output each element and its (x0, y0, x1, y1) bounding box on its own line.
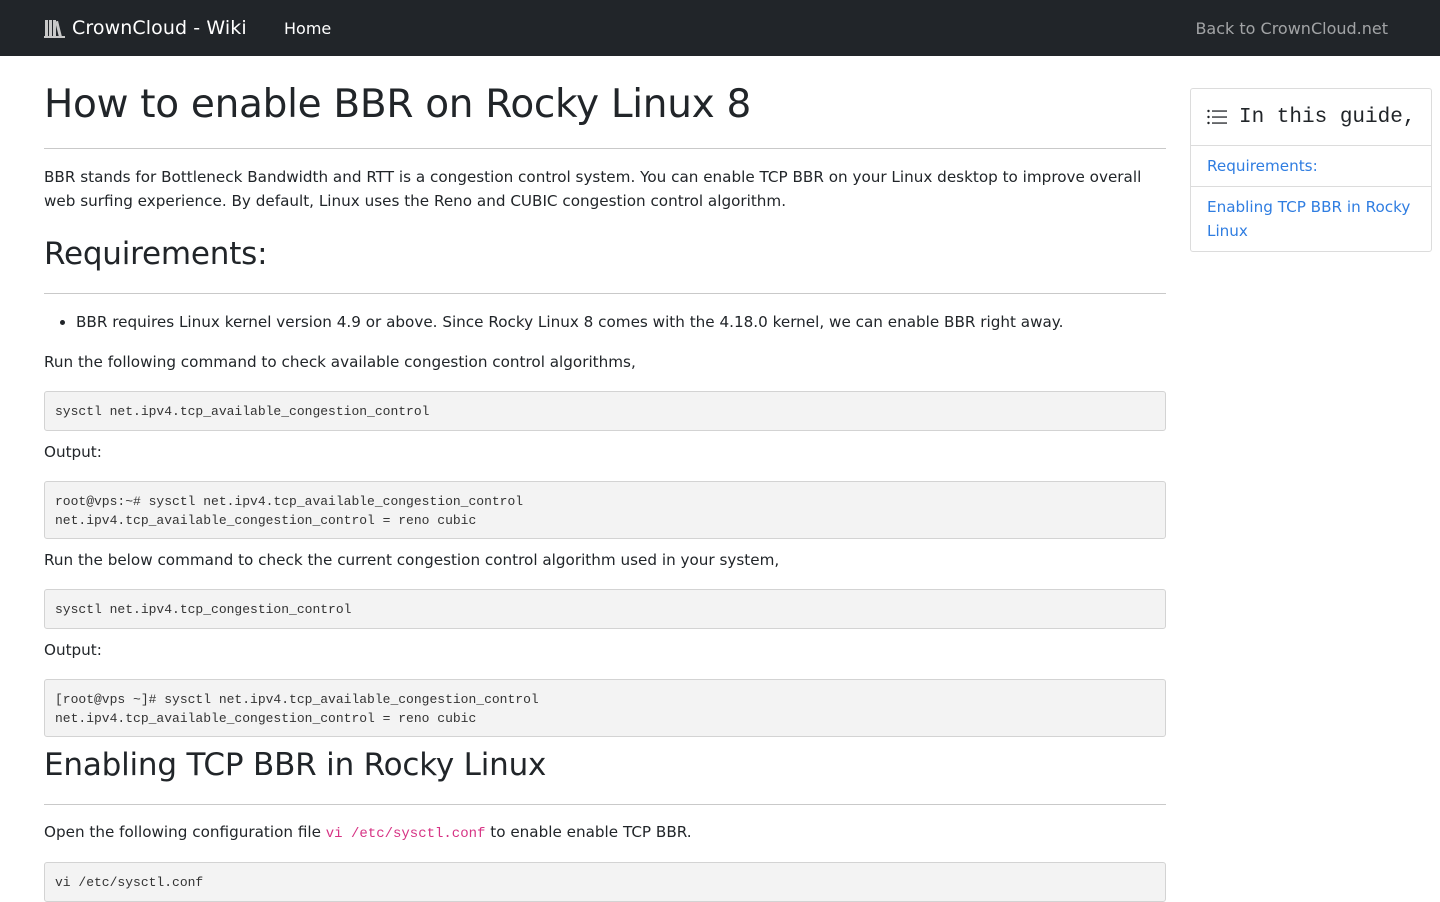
toc-header: In this guide, (1191, 89, 1431, 146)
enable-bbr-heading: Enabling TCP BBR in Rocky Linux (44, 747, 547, 783)
requirements-list: BBR requires Linux kernel version 4.9 or… (44, 310, 1166, 334)
code-block[interactable]: sysctl net.ipv4.tcp_available_congestion… (44, 391, 1166, 431)
nav-home-link[interactable]: Home (284, 18, 332, 38)
article: How to enable BBR on Rocky Linux 8 BBR s… (44, 56, 1166, 902)
code-block[interactable]: vi /etc/sysctl.conf (44, 862, 1166, 902)
requirements-heading: Requirements: (44, 236, 268, 272)
instruction-paragraph: Run the below command to check the curre… (44, 551, 780, 569)
instruction-text: Open the following configuration file (44, 823, 326, 841)
divider (44, 293, 1166, 294)
intro-paragraph: BBR stands for Bottleneck Bandwidth and … (44, 168, 1142, 210)
library-books-icon (44, 20, 65, 38)
code-block[interactable]: [root@vps ~]# sysctl net.ipv4.tcp_availa… (44, 679, 1166, 737)
brand-title: CrownCloud - Wiki (72, 17, 247, 39)
output-label: Output: (44, 443, 102, 461)
table-of-contents: In this guide, Requirements: Enabling TC… (1190, 88, 1432, 252)
instruction-paragraph: Run the following command to check avail… (44, 353, 636, 371)
instruction-text: to enable enable TCP BBR. (485, 823, 692, 841)
inline-code: vi /etc/sysctl.conf (325, 826, 486, 842)
divider (44, 148, 1166, 149)
divider (44, 804, 1166, 805)
code-block[interactable]: root@vps:~# sysctl net.ipv4.tcp_availabl… (44, 481, 1166, 539)
list-item: BBR requires Linux kernel version 4.9 or… (76, 310, 1166, 334)
nav-back-link[interactable]: Back to CrownCloud.net (1195, 18, 1388, 38)
brand-link[interactable]: CrownCloud - Wiki (44, 0, 247, 56)
output-label: Output: (44, 641, 102, 659)
toc-link-requirements[interactable]: Requirements: (1207, 157, 1318, 175)
top-navbar: CrownCloud - Wiki Home Back to CrownClou… (0, 0, 1440, 56)
page-title: How to enable BBR on Rocky Linux 8 (44, 82, 752, 127)
toc-link-enabling-tcp-bbr[interactable]: Enabling TCP BBR in Rocky Linux (1191, 186, 1431, 251)
list-icon (1207, 109, 1227, 125)
instruction-paragraph: Open the following configuration file vi… (44, 820, 1166, 846)
code-block[interactable]: sysctl net.ipv4.tcp_congestion_control (44, 589, 1166, 629)
toc-title: In this guide, (1239, 105, 1416, 129)
